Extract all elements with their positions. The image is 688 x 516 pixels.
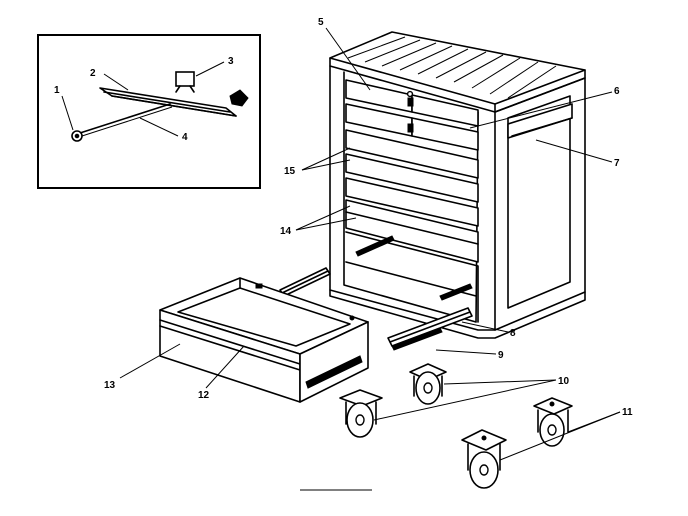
inset-bumper: [229, 89, 249, 107]
caster-10a: [409, 363, 447, 405]
callout-4: 4: [182, 132, 188, 143]
drawer-cavity: [345, 231, 479, 323]
callout-1: 1: [54, 85, 60, 96]
callout-10: 10: [558, 376, 570, 387]
inset-bracket: [175, 71, 195, 87]
callout-9: 9: [498, 350, 504, 361]
callout-5: 5: [318, 17, 324, 28]
caster-10b: [339, 389, 383, 438]
callout-8: 8: [510, 328, 516, 339]
caster-11a: [533, 397, 573, 447]
callout-12: 12: [198, 390, 210, 401]
callout-13: 13: [104, 380, 116, 391]
callout-2: 2: [90, 68, 96, 79]
caster-11b: [461, 429, 507, 489]
callout-11: 11: [622, 407, 633, 418]
casters: [339, 363, 573, 489]
callout-3: 3: [228, 56, 234, 67]
full-width-drawers: [345, 129, 479, 263]
inset-rod: [79, 103, 171, 134]
top-drawers: [345, 79, 479, 151]
cabinet-side-panel: [494, 77, 586, 331]
cabinet: [329, 31, 586, 339]
callout-14: 14: [280, 226, 292, 237]
leader-lines: [119, 27, 621, 461]
callout-6: 6: [614, 86, 620, 97]
removed-drawer: [159, 277, 369, 403]
callout-7: 7: [614, 158, 620, 169]
callout-15: 15: [284, 166, 296, 177]
inset-detail: 1 2 3 4: [37, 34, 261, 189]
